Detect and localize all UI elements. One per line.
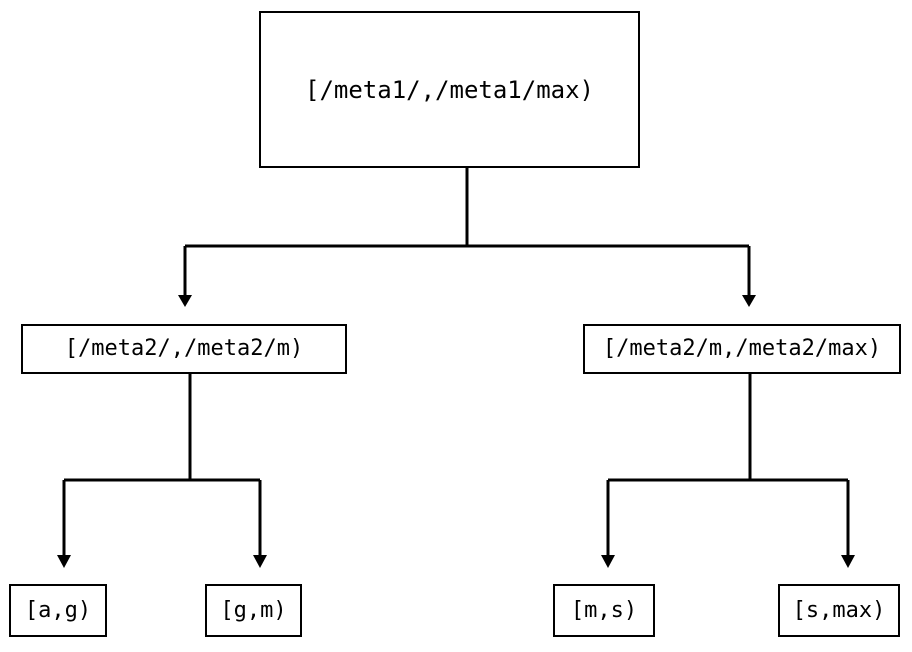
node-leaf-s-max-label: [s,max) (792, 597, 886, 623)
arrowhead-mid-left (178, 295, 192, 307)
node-mid-left[interactable]: [/meta2/,/meta2/m) (21, 324, 347, 374)
arrowhead-leaf-a-g (57, 555, 71, 568)
node-leaf-s-max[interactable]: [s,max) (778, 584, 900, 637)
arrowhead-leaf-s-max (841, 555, 855, 568)
node-mid-right-label: [/meta2/m,/meta2/max) (602, 336, 882, 361)
node-leaf-m-s[interactable]: [m,s) (553, 584, 655, 637)
node-mid-right[interactable]: [/meta2/m,/meta2/max) (583, 324, 901, 374)
node-root-label: [/meta1/,/meta1/max) (305, 75, 594, 104)
node-root[interactable]: [/meta1/,/meta1/max) (259, 11, 640, 168)
node-mid-left-label: [/meta2/,/meta2/m) (64, 336, 304, 361)
arrowhead-mid-right (742, 295, 756, 307)
arrowhead-leaf-g-m (253, 555, 267, 568)
node-leaf-g-m-label: [g,m) (220, 597, 287, 623)
arrowhead-leaf-m-s (601, 555, 615, 568)
node-leaf-m-s-label: [m,s) (570, 597, 638, 623)
node-leaf-a-g[interactable]: [a,g) (9, 584, 107, 637)
node-leaf-g-m[interactable]: [g,m) (205, 584, 302, 637)
node-leaf-a-g-label: [a,g) (24, 597, 92, 623)
